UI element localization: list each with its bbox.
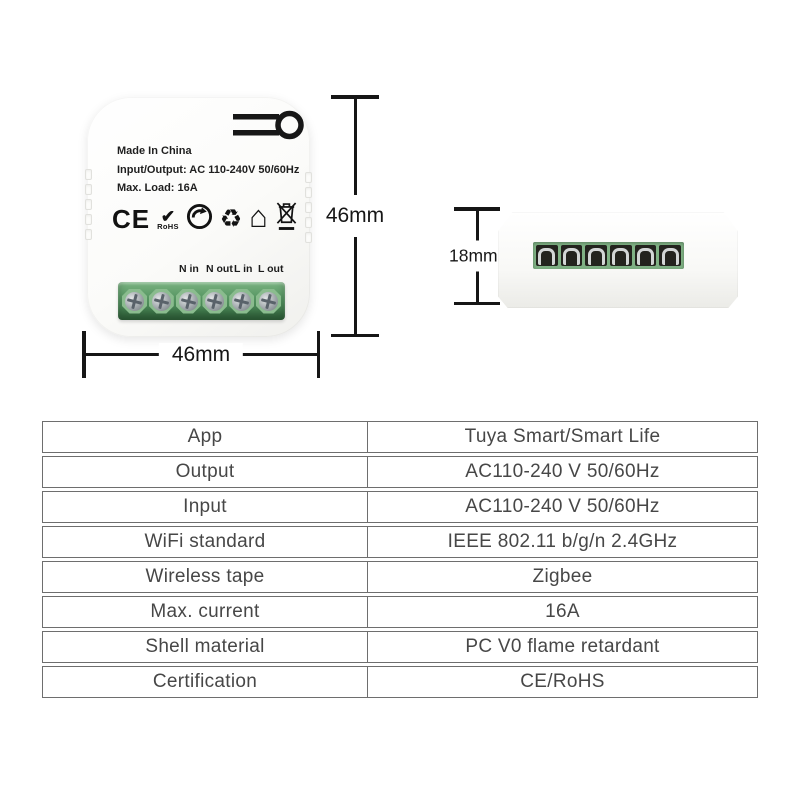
terminal-port — [560, 245, 583, 266]
side-vent-notch — [85, 184, 92, 195]
terminal-label-l-out: L out — [258, 263, 284, 275]
spec-value: CE/RoHS — [520, 671, 605, 692]
dimension-front-width-label: 46mm — [158, 342, 244, 367]
dimension-side-height-label: 18mm — [447, 240, 500, 272]
dimension-front-height: 46mm — [323, 95, 387, 337]
spec-value: 16A — [545, 601, 580, 622]
spec-value: PC V0 flame retardant — [465, 636, 660, 657]
side-vent-notch — [305, 172, 312, 183]
spec-value: IEEE 802.11 b/g/n 2.4GHz — [447, 531, 678, 552]
side-vent-notch — [305, 217, 312, 228]
spec-label: Output — [43, 457, 368, 487]
spec-label: WiFi standard — [43, 527, 368, 557]
recycle-symbol-icon: ♻ — [219, 204, 243, 233]
spec-label: Shell material — [43, 632, 368, 662]
terminal-port — [659, 245, 682, 266]
spec-value: Tuya Smart/Smart Life — [464, 426, 661, 447]
terminal-label-n-out: N out — [206, 263, 233, 275]
spec-label: App — [43, 422, 368, 452]
front-print-text: Made In China Input/Output: AC 110-240V … — [117, 142, 299, 198]
terminal-ports-strip — [533, 242, 684, 269]
terminal-port — [634, 245, 657, 266]
table-row: WiFi standard IEEE 802.11 b/g/n 2.4GHz — [42, 526, 758, 558]
spec-label: Input — [43, 492, 368, 522]
table-row: Certification CE/RoHS — [42, 666, 758, 698]
ce-mark-icon: CE — [112, 204, 151, 234]
screw-terminal — [122, 288, 147, 314]
green-dot-icon — [186, 203, 213, 235]
max-load-text: Max. Load: 16A — [117, 182, 198, 194]
side-vent-notch — [305, 187, 312, 198]
spec-value: AC110-240 V 50/60Hz — [465, 461, 660, 482]
certification-icons: CE ✔ RoHS ♻ ⌂ — [112, 196, 298, 242]
side-vent-notch — [85, 169, 92, 180]
table-row: Output AC110-240 V 50/60Hz — [42, 456, 758, 488]
screw-terminal — [175, 288, 201, 314]
screw-terminal — [202, 288, 228, 314]
dimension-side-height: 18mm — [447, 207, 500, 305]
terminal-port — [610, 245, 632, 266]
table-row: Shell material PC V0 flame retardant — [42, 631, 758, 663]
dimension-front-width: 46mm — [82, 331, 320, 378]
spec-label: Wireless tape — [43, 562, 368, 592]
terminal-block — [118, 282, 285, 320]
side-vent-notch — [85, 229, 92, 240]
side-vent-notch — [85, 214, 92, 225]
terminal-label-l-in: L in — [234, 263, 253, 275]
side-vent-notch — [305, 202, 312, 213]
terminal-label-n-in: N in — [179, 263, 199, 275]
spec-value: AC110-240 V 50/60Hz — [465, 496, 660, 517]
made-in-china-text: Made In China — [117, 145, 192, 157]
table-row: Input AC110-240 V 50/60Hz — [42, 491, 758, 523]
keyhole-slot-icon — [233, 109, 305, 150]
screw-terminal — [148, 288, 174, 314]
house-icon: ⌂ — [249, 199, 268, 234]
terminal-port — [585, 245, 608, 266]
table-row: Max. current 16A — [42, 596, 758, 628]
device-side-view — [498, 212, 738, 308]
spec-table: App Tuya Smart/Smart Life Output AC110-2… — [42, 421, 758, 701]
screw-terminal — [229, 288, 255, 314]
table-row: App Tuya Smart/Smart Life — [42, 421, 758, 453]
side-vent-notch — [305, 232, 312, 243]
spec-label: Certification — [43, 667, 368, 697]
weee-bin-icon — [275, 201, 298, 238]
io-rating-text: Input/Output: AC 110-240V 50/60Hz — [117, 163, 300, 176]
screw-terminal — [255, 288, 281, 314]
table-row: Wireless tape Zigbee — [42, 561, 758, 593]
spec-label: Max. current — [43, 597, 368, 627]
terminal-port — [536, 245, 558, 266]
rohs-check-icon: ✔ RoHS — [157, 206, 179, 231]
side-vent-notch — [85, 199, 92, 210]
spec-value: Zigbee — [532, 566, 593, 587]
device-front-view: Made In China Input/Output: AC 110-240V … — [85, 97, 312, 337]
dimension-front-height-label: 46mm — [323, 195, 387, 237]
